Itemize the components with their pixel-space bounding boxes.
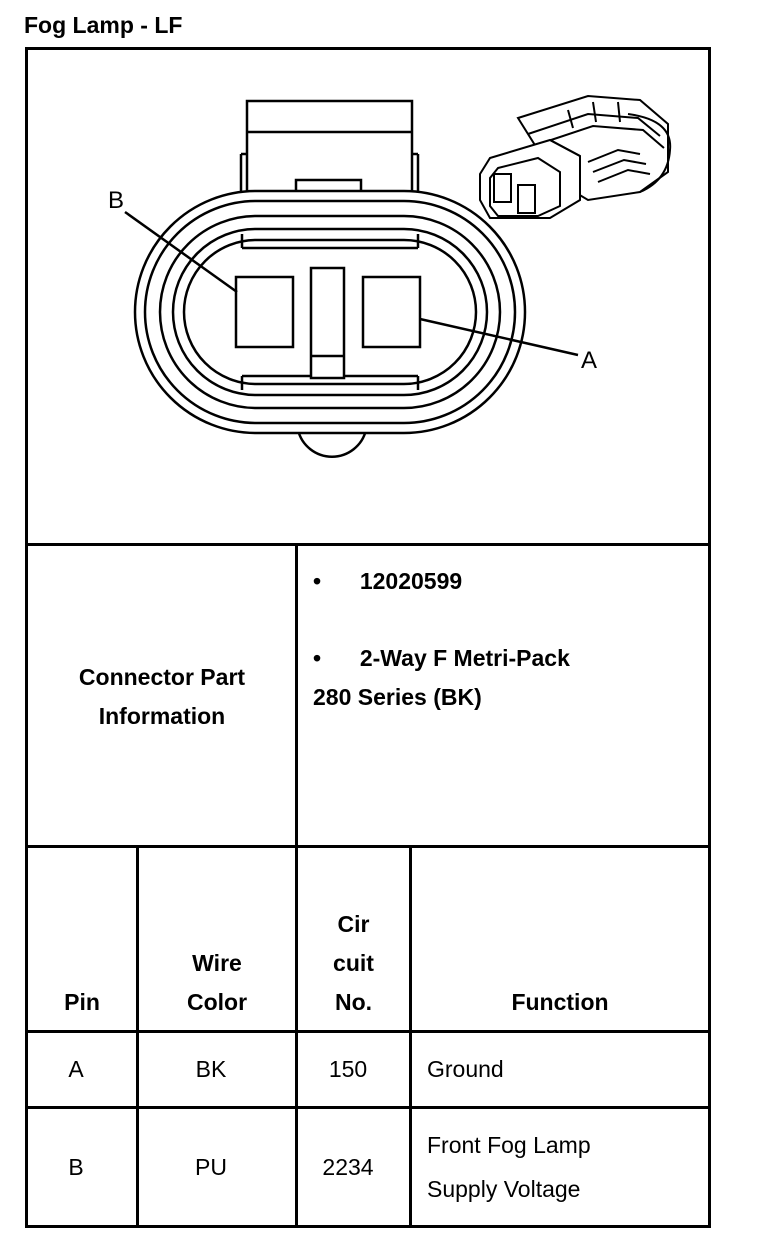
connector-table-frame: B A Connector Part Information	[25, 47, 711, 1228]
pin-b-cavity	[234, 275, 295, 349]
pin-a-cavity	[361, 275, 422, 349]
pin-a-label: A	[581, 347, 597, 374]
connector-part-info-label: Connector Part Information	[28, 547, 296, 847]
header-wire-color: Wire Color	[186, 950, 248, 1015]
part-number: 12020599	[359, 568, 463, 594]
part-number-item: • 12020599	[313, 562, 462, 601]
center-key	[309, 266, 346, 380]
row-a-pin: A	[68, 1056, 84, 1082]
pin-b-label: B	[108, 187, 124, 214]
connector-bottom-tab	[296, 429, 368, 458]
row-b-function-line1: Front Fog Lamp	[427, 1132, 591, 1158]
row-b-pin: B	[68, 1153, 84, 1180]
description-line2: 280 Series (BK)	[313, 684, 482, 710]
row-a-circuit: 150	[328, 1056, 368, 1082]
row-b-function: Front Fog Lamp Supply Voltage	[427, 1109, 697, 1225]
divider-diagram	[28, 543, 708, 546]
pin-b-leader	[124, 210, 238, 294]
divider-col-circuit	[409, 848, 412, 1228]
info-label-line2: Information	[98, 703, 226, 729]
description-line1: 2-Way F Metri-Pack	[359, 645, 570, 671]
divider-row-a	[28, 1106, 708, 1109]
header-function: Function	[511, 989, 609, 1015]
pin-a-leader	[419, 317, 579, 357]
page-title: Fog Lamp - LF	[24, 12, 183, 38]
row-b-function-line2: Supply Voltage	[427, 1176, 581, 1202]
connector-perspective-image	[479, 94, 672, 219]
divider-col-wire	[295, 848, 298, 1228]
bullet-icon: •	[313, 645, 322, 671]
divider-header	[28, 1030, 708, 1033]
header-pin: Pin	[64, 989, 100, 1015]
connector-diagram: B A	[108, 94, 672, 458]
bullet-icon: •	[313, 568, 322, 594]
divider-info	[28, 845, 708, 848]
row-b-circuit: 2234	[322, 1153, 374, 1180]
divider-col-pin	[136, 848, 139, 1228]
divider-info-vertical	[295, 546, 298, 846]
row-b-wire-color: PU	[195, 1153, 227, 1180]
description-item: • 2-Way F Metri-Pack 280 Series (BK)	[313, 639, 570, 717]
row-a-wire-color: BK	[195, 1056, 227, 1082]
header-circuit-no: Cir cuit No.	[333, 911, 374, 1015]
info-label-line1: Connector Part	[78, 664, 246, 690]
row-a-function: Ground	[427, 1056, 504, 1082]
